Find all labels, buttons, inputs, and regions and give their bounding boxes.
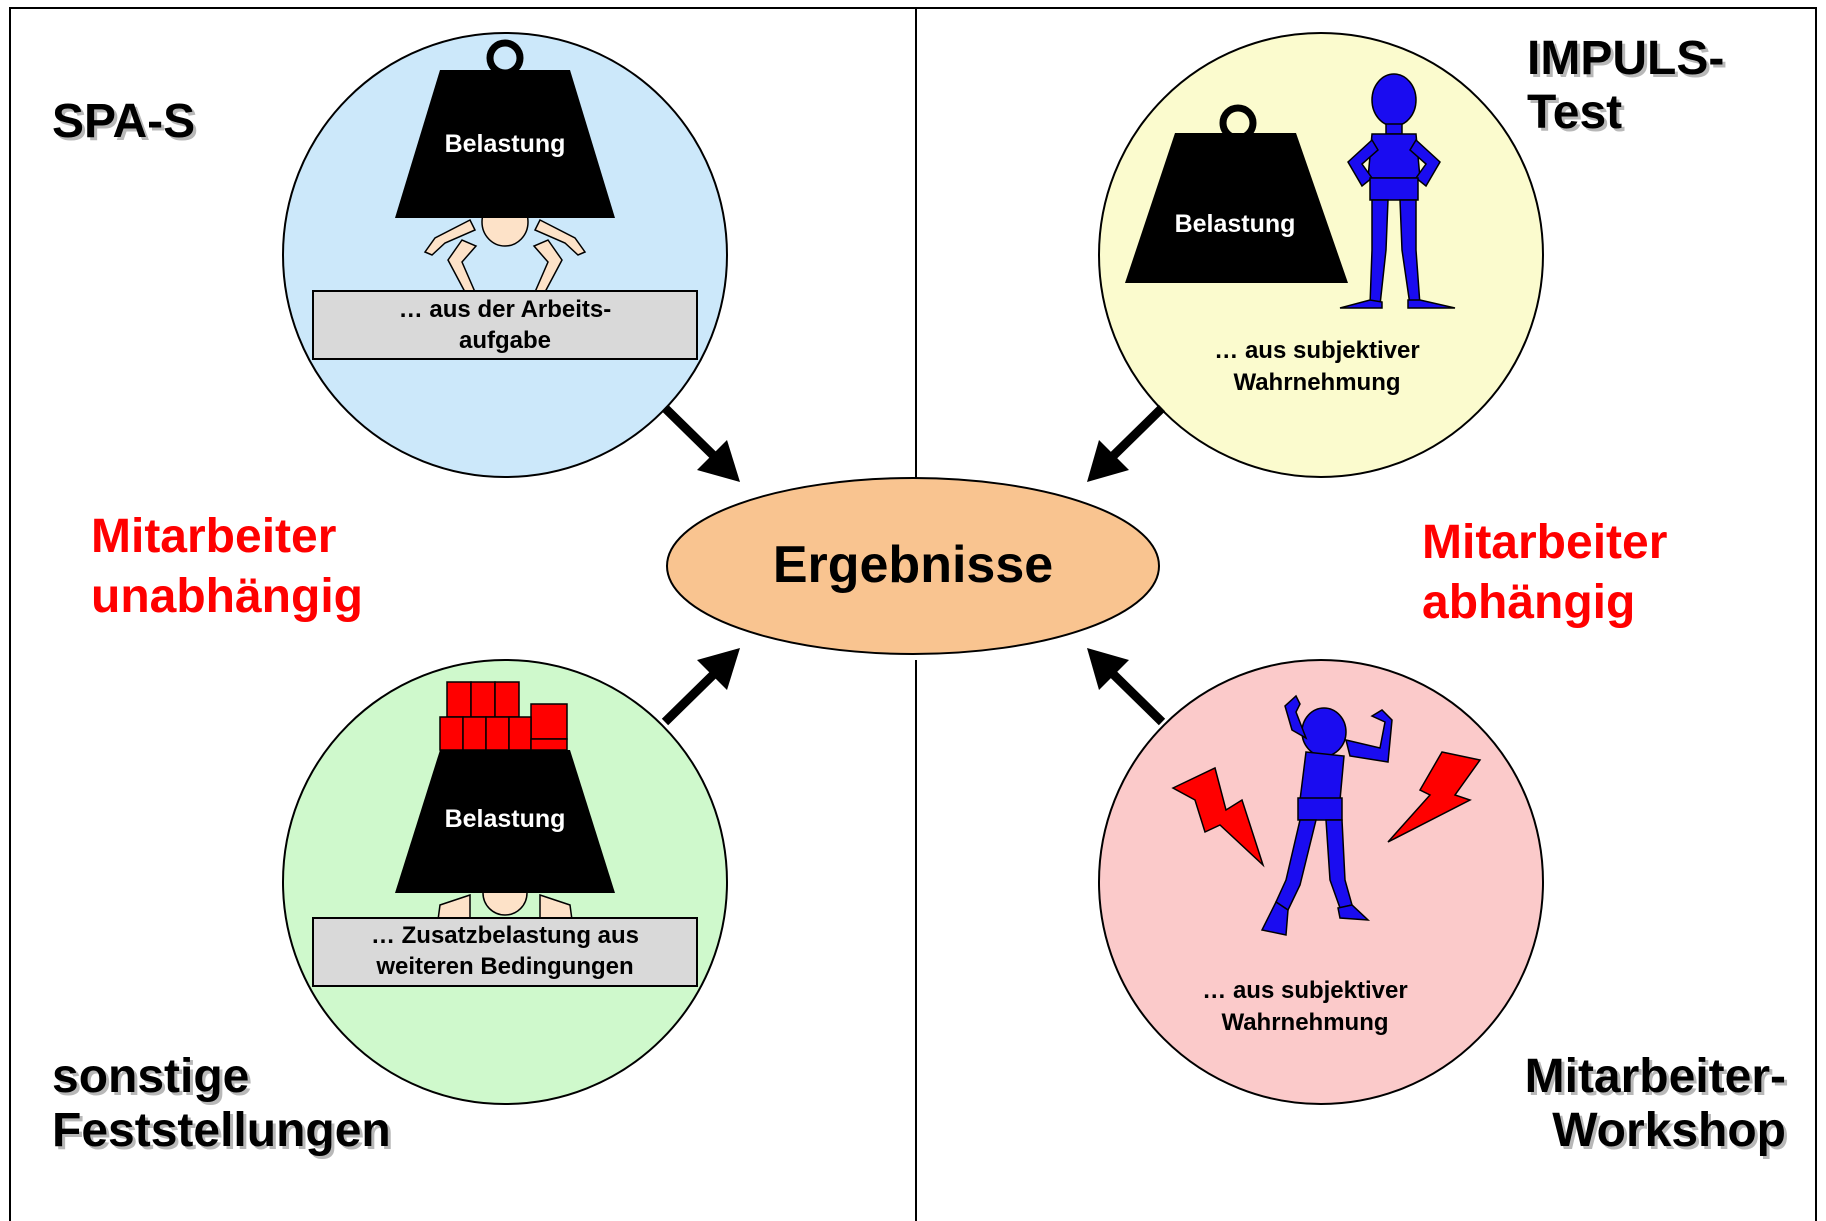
label-abhaengig-line2: abhängig (1422, 576, 1636, 629)
label-spa-s: SPA-S (52, 95, 196, 148)
caption-bottom-right: … aus subjektiver Wahrnehmung (1140, 975, 1470, 1038)
arrow-top-right (1087, 404, 1166, 482)
frame (9, 7, 1817, 1221)
standing-figure-icon (1339, 73, 1456, 309)
label-unabhaengig-line2: unabhängig (91, 570, 363, 623)
center-ellipse (666, 477, 1160, 655)
caption-top-right-line1: … aus subjektiver (1214, 337, 1420, 364)
caption-top-right-line2: Wahrnehmung (1233, 368, 1401, 396)
caption-bottom-left-line1: … Zusatzbelastung aus (370, 922, 640, 949)
weight-label-top-left: Belastung (444, 130, 566, 158)
label-ergebnisse: Ergebnisse (772, 536, 1054, 594)
caption-top-left-line2: aufgabe (458, 327, 551, 355)
arrow-bottom-left (661, 648, 740, 726)
label-unabhaengig-line1: Mitarbeiter (91, 510, 337, 563)
caption-top-right: … aus subjektiver Wahrnehmung (1152, 335, 1482, 398)
label-sonstige-feststellungen: sonstige Feststellungen (52, 1050, 391, 1158)
arrow-top-left (661, 404, 740, 482)
caption-top-left: … aus der Arbeits- aufgabe (313, 294, 697, 356)
label-workshop-line2: Workshop (1552, 1103, 1786, 1157)
label-sonstige-line2: Feststellungen (52, 1103, 391, 1157)
lightning-icon (1171, 766, 1265, 868)
label-impuls-test-line2: Test (1527, 85, 1623, 139)
caption-bottom-right-line1: … aus subjektiver (1202, 977, 1408, 1004)
weight-icon (395, 750, 615, 893)
label-sonstige-line1: sonstige (52, 1050, 250, 1103)
circle-top-left (282, 32, 728, 478)
weight-icon (395, 39, 615, 218)
lightning-icon (1387, 751, 1482, 843)
weight-label-top-right: Belastung (1174, 210, 1296, 238)
label-mitarbeiter-workshop: Mitarbeiter- Workshop (1525, 1050, 1786, 1158)
label-impuls-test-line1: IMPULS- (1527, 32, 1725, 85)
caption-bottom-right-line2: Wahrnehmung (1221, 1008, 1389, 1036)
caption-top-left-line1: … aus der Arbeits- (398, 296, 612, 323)
label-mitarbeiter-abhaengig: Mitarbeiter abhängig (1422, 513, 1667, 633)
weight-label-bottom-left: Belastung (444, 805, 566, 833)
caption-box-top-left (312, 290, 698, 360)
label-mitarbeiter-unabhaengig: Mitarbeiter unabhängig (91, 507, 363, 627)
label-workshop-line1: Mitarbeiter- (1524, 1050, 1786, 1103)
label-abhaengig-line1: Mitarbeiter (1422, 516, 1668, 569)
label-impuls-test: IMPULS- Test (1527, 32, 1724, 140)
red-blocks-icon (439, 681, 568, 751)
weight-icon (1125, 104, 1348, 283)
caption-bottom-left: … Zusatzbelastung aus weiteren Bedingung… (313, 920, 697, 982)
caption-bottom-left-line2: weiteren Bedingungen (376, 953, 634, 981)
arrow-bottom-right (1087, 648, 1166, 726)
frustrated-figure-icon (1260, 694, 1393, 936)
caption-box-bottom-left (312, 917, 698, 987)
